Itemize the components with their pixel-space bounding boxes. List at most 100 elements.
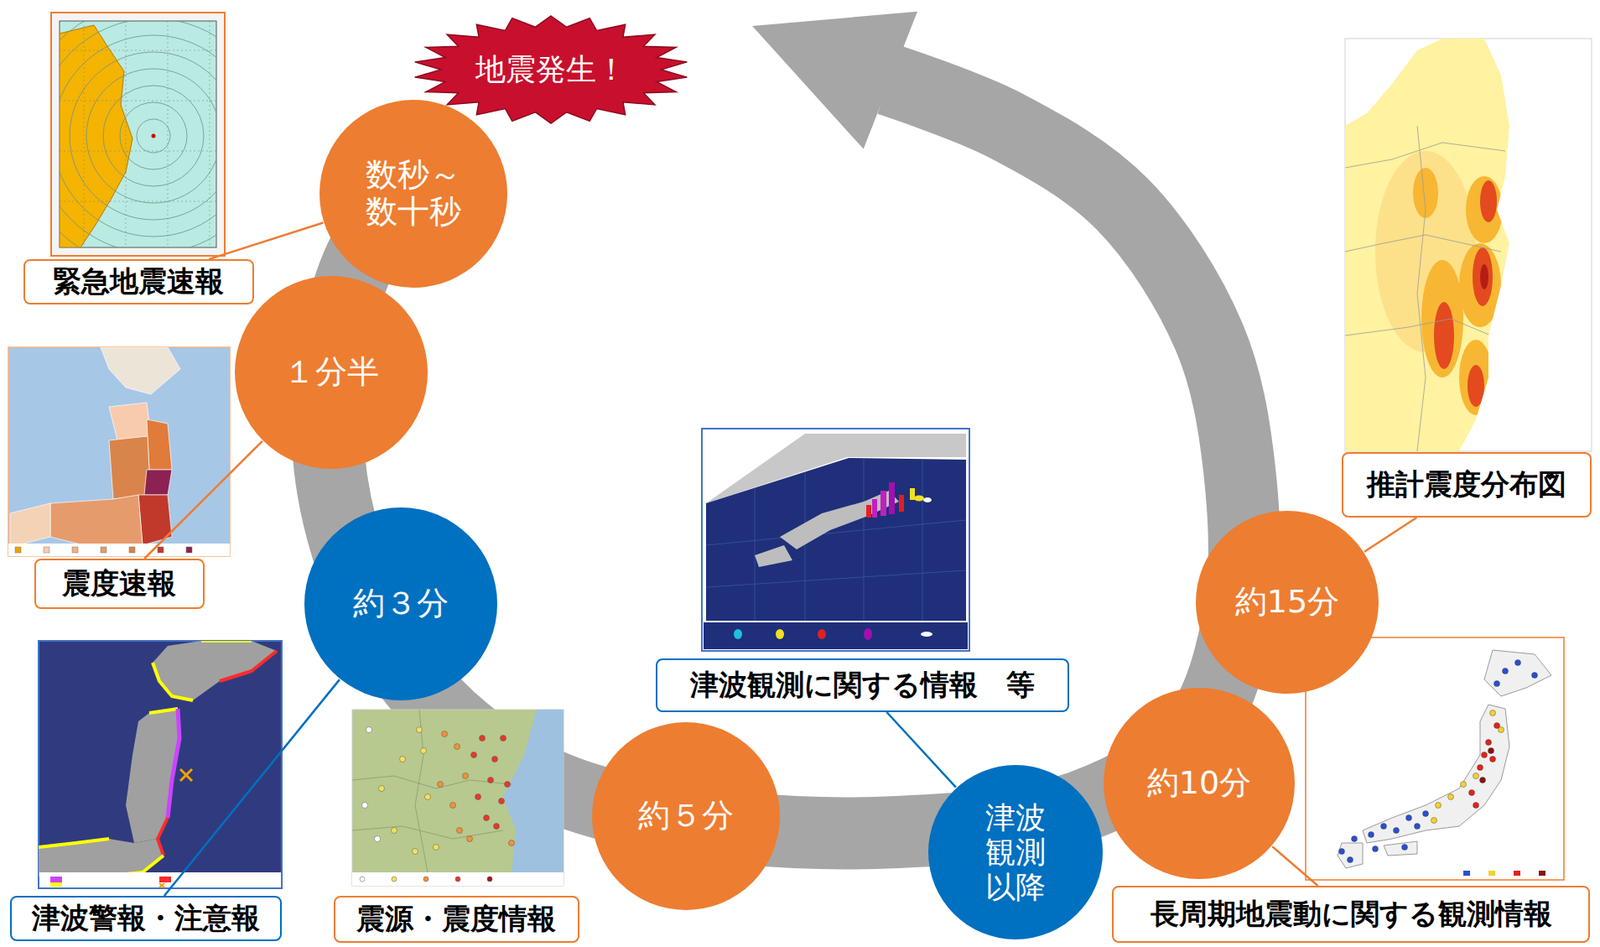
- estimated-intensity-map: [1345, 142, 1506, 168]
- estimated-intensity-map: [1345, 38, 1510, 452]
- long-period-motion-map: [1381, 823, 1388, 830]
- intensity-map: [157, 546, 164, 553]
- hypocenter-map: [425, 794, 432, 800]
- time-text: 約３分: [353, 585, 449, 623]
- intensity-map: [109, 436, 150, 499]
- hypocenter-map: [487, 876, 493, 882]
- hypocenter-map: [498, 798, 505, 805]
- tsunami-observation-chart: [733, 628, 743, 639]
- tsunami-map: [159, 883, 165, 888]
- hypocenter-map: [462, 773, 469, 780]
- info-label-box: 震源・震度情報: [333, 895, 580, 943]
- long-period-motion-map: [1372, 846, 1379, 852]
- intensity-map: [8, 347, 230, 556]
- long-period-motion-map: [1402, 844, 1408, 851]
- long-period-motion-map: [1305, 637, 1564, 880]
- intensity-map: [15, 546, 193, 553]
- tsunami-observation-chart: [888, 482, 895, 515]
- long-period-motion-map: [1463, 870, 1471, 876]
- time-circle: 数秒～ 数十秒: [318, 98, 509, 289]
- tsunami-observation-chart: [866, 504, 872, 518]
- starburst-fill: [415, 15, 688, 124]
- hypocenter-map: [471, 752, 478, 759]
- long-period-motion-map: [1435, 802, 1442, 809]
- eew-map: [69, 51, 217, 220]
- intensity-map: [72, 546, 78, 553]
- info-label-box: 推計震度分布図: [1341, 451, 1592, 518]
- hypocenter-map: [479, 735, 486, 742]
- time-text: 数秒～ 数十秒: [360, 156, 466, 230]
- tsunami-observation-chart: [706, 457, 967, 621]
- long-period-motion-map: [1469, 789, 1476, 796]
- tsunami-observation-chart: [779, 490, 899, 550]
- intensity-map: [144, 469, 172, 495]
- eew-map: [209, 20, 211, 248]
- circle-fill: [304, 507, 498, 701]
- eew-map: [0, 0, 338, 321]
- estimated-intensity-map: [1465, 176, 1503, 244]
- circle-fill: [1195, 510, 1379, 694]
- eew-map: [59, 20, 217, 248]
- tsunami-map: [152, 662, 193, 701]
- tsunami-map: [38, 838, 164, 877]
- hypocenter-map: [352, 709, 564, 886]
- tsunami-observation-chart: [872, 498, 878, 518]
- intensity-map: [8, 347, 230, 556]
- long-period-motion-map: [1305, 637, 1564, 880]
- hypocenter-map: [483, 815, 490, 821]
- circle-fill: [928, 764, 1103, 940]
- hypocenter-map: [362, 802, 369, 809]
- tsunami-map: [39, 872, 281, 888]
- long-period-motion-map: [1337, 649, 1552, 868]
- eew-map: [167, 20, 169, 248]
- hypocenter-map: [455, 876, 461, 882]
- leader-line: [208, 222, 323, 260]
- intensity-map: [8, 543, 230, 556]
- eew-map: [59, 20, 217, 248]
- tsunami-observation-chart: [805, 472, 806, 621]
- tsunami-map: [38, 640, 282, 889]
- tsunami-observation-chart: [701, 428, 970, 651]
- hypocenter-map: [457, 827, 463, 834]
- long-period-motion-map: [1502, 668, 1509, 675]
- time-circle: 約10分: [1102, 686, 1296, 880]
- estimated-intensity-map: [1345, 125, 1506, 452]
- long-period-motion-map: [1393, 827, 1400, 834]
- info-label-box: 長周期地震動に関する観測情報: [1111, 885, 1590, 943]
- hypocenter-map: [359, 876, 365, 882]
- estimated-intensity-map: [1480, 180, 1497, 223]
- hypocenter-map: [423, 876, 429, 882]
- eew-map: [59, 20, 217, 248]
- hypocenter-map: [420, 748, 427, 754]
- intensity-map: [10, 347, 181, 550]
- hypocenter-map: [391, 876, 397, 882]
- leader-line: [144, 441, 263, 559]
- tsunami-observation-chart: [754, 488, 756, 621]
- estimated-intensity-map: [1459, 339, 1493, 416]
- hypocenter-map: [391, 827, 398, 834]
- info-label-box: 津波観測に関する情報 等: [655, 658, 1070, 712]
- leader-line: [886, 711, 956, 788]
- long-period-motion-map: [1383, 841, 1418, 856]
- long-period-motion-map: [1494, 722, 1501, 729]
- eew-map: [59, 150, 217, 152]
- hypocenter-map: [492, 756, 499, 763]
- long-period-motion-map: [1490, 756, 1497, 763]
- long-period-motion-map: [1488, 748, 1495, 754]
- tsunami-observation-chart: [706, 458, 967, 621]
- tsunami-observation-chart: [898, 494, 904, 512]
- eew-map: [59, 20, 217, 248]
- eew-map: [59, 20, 217, 248]
- intensity-map: [109, 402, 151, 441]
- long-period-motion-map: [1339, 848, 1346, 855]
- eew-map: [59, 20, 217, 248]
- leader-line: [164, 679, 340, 896]
- intensity-map: [43, 546, 50, 553]
- estimated-intensity-map: [1459, 243, 1502, 328]
- hypocenter-map: [352, 775, 512, 789]
- tsunami-map: [38, 838, 110, 847]
- intensity-map: [129, 546, 136, 553]
- long-period-motion-map: [1481, 752, 1488, 759]
